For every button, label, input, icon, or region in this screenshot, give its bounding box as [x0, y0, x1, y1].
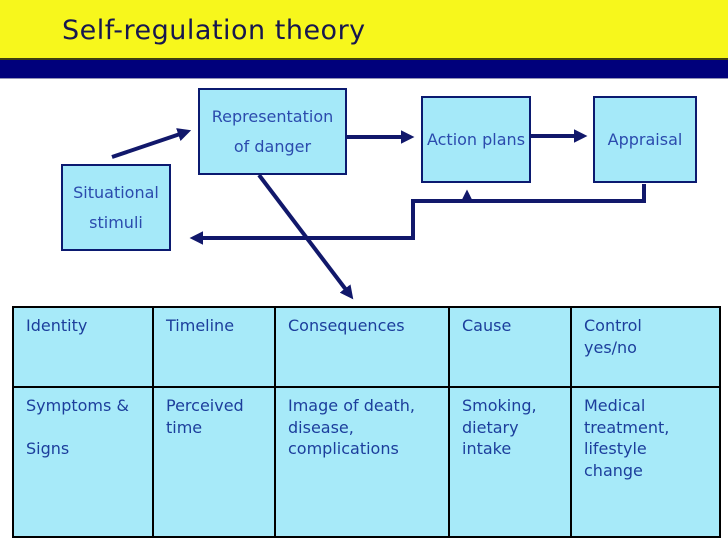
illness-representation-table: Identity Timeline Consequences Cause Con… — [12, 306, 721, 538]
title-banner — [0, 0, 728, 60]
table-header-consequences: Consequences — [274, 306, 450, 388]
table-header-identity: Identity — [12, 306, 154, 388]
table-header-control: Control yes/no — [570, 306, 721, 388]
table-cell-timeline: Perceived time — [152, 386, 276, 538]
slide-title: Self-regulation theory — [62, 15, 366, 46]
node-representation-of-danger: Representation of danger — [198, 88, 347, 175]
table-cell-consequences: Image of death, disease, complications — [274, 386, 450, 538]
table-header-row: Identity Timeline Consequences Cause Con… — [12, 306, 721, 388]
node-action-plans: Action plans — [421, 96, 531, 183]
table-row: Symptoms & Signs Perceived time Image of… — [12, 386, 721, 538]
table-header-timeline: Timeline — [152, 306, 276, 388]
table-header-cause: Cause — [448, 306, 572, 388]
node-situational-stimuli: Situational stimuli — [61, 164, 171, 251]
table-cell-identity: Symptoms & Signs — [12, 386, 154, 538]
node-appraisal: Appraisal — [593, 96, 697, 183]
table-cell-control: Medical treatment, lifestyle change — [570, 386, 721, 538]
table-cell-cause: Smoking, dietary intake — [448, 386, 572, 538]
divider-bar — [0, 60, 728, 79]
